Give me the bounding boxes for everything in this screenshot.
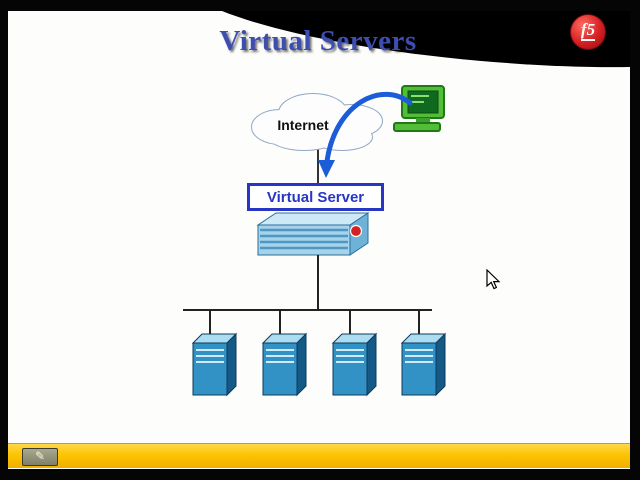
slide-title: Virtual Servers <box>219 25 417 57</box>
client-computer-icon <box>393 85 445 132</box>
diagram-canvas <box>183 85 447 397</box>
virtual-server-label: Virtual Server <box>266 188 365 206</box>
slide: Virtual Servers f5 <box>8 11 630 469</box>
mouse-cursor-icon <box>486 269 501 290</box>
virtual-server-box: Virtual Server <box>247 183 384 211</box>
top-swoosh-decoration <box>222 11 630 68</box>
bottom-bar <box>8 443 630 468</box>
f5-logo-icon: f5 <box>570 14 606 50</box>
internet-label: Internet <box>277 117 329 133</box>
annotation-pen-button[interactable]: ✎ <box>22 448 58 466</box>
pool-server-icon-2 <box>261 332 308 397</box>
bigip-appliance-icon <box>256 212 370 256</box>
pen-icon: ✎ <box>34 449 46 463</box>
pool-server-icon-1 <box>191 332 238 397</box>
pool-server-icon-4 <box>400 332 447 397</box>
network-connector-lines <box>183 255 432 336</box>
appliance-f5-badge-icon <box>349 224 363 238</box>
f5-logo-text: f5 <box>580 20 596 41</box>
pool-server-icon-3 <box>331 332 378 397</box>
traffic-arrow-icon <box>318 91 413 178</box>
